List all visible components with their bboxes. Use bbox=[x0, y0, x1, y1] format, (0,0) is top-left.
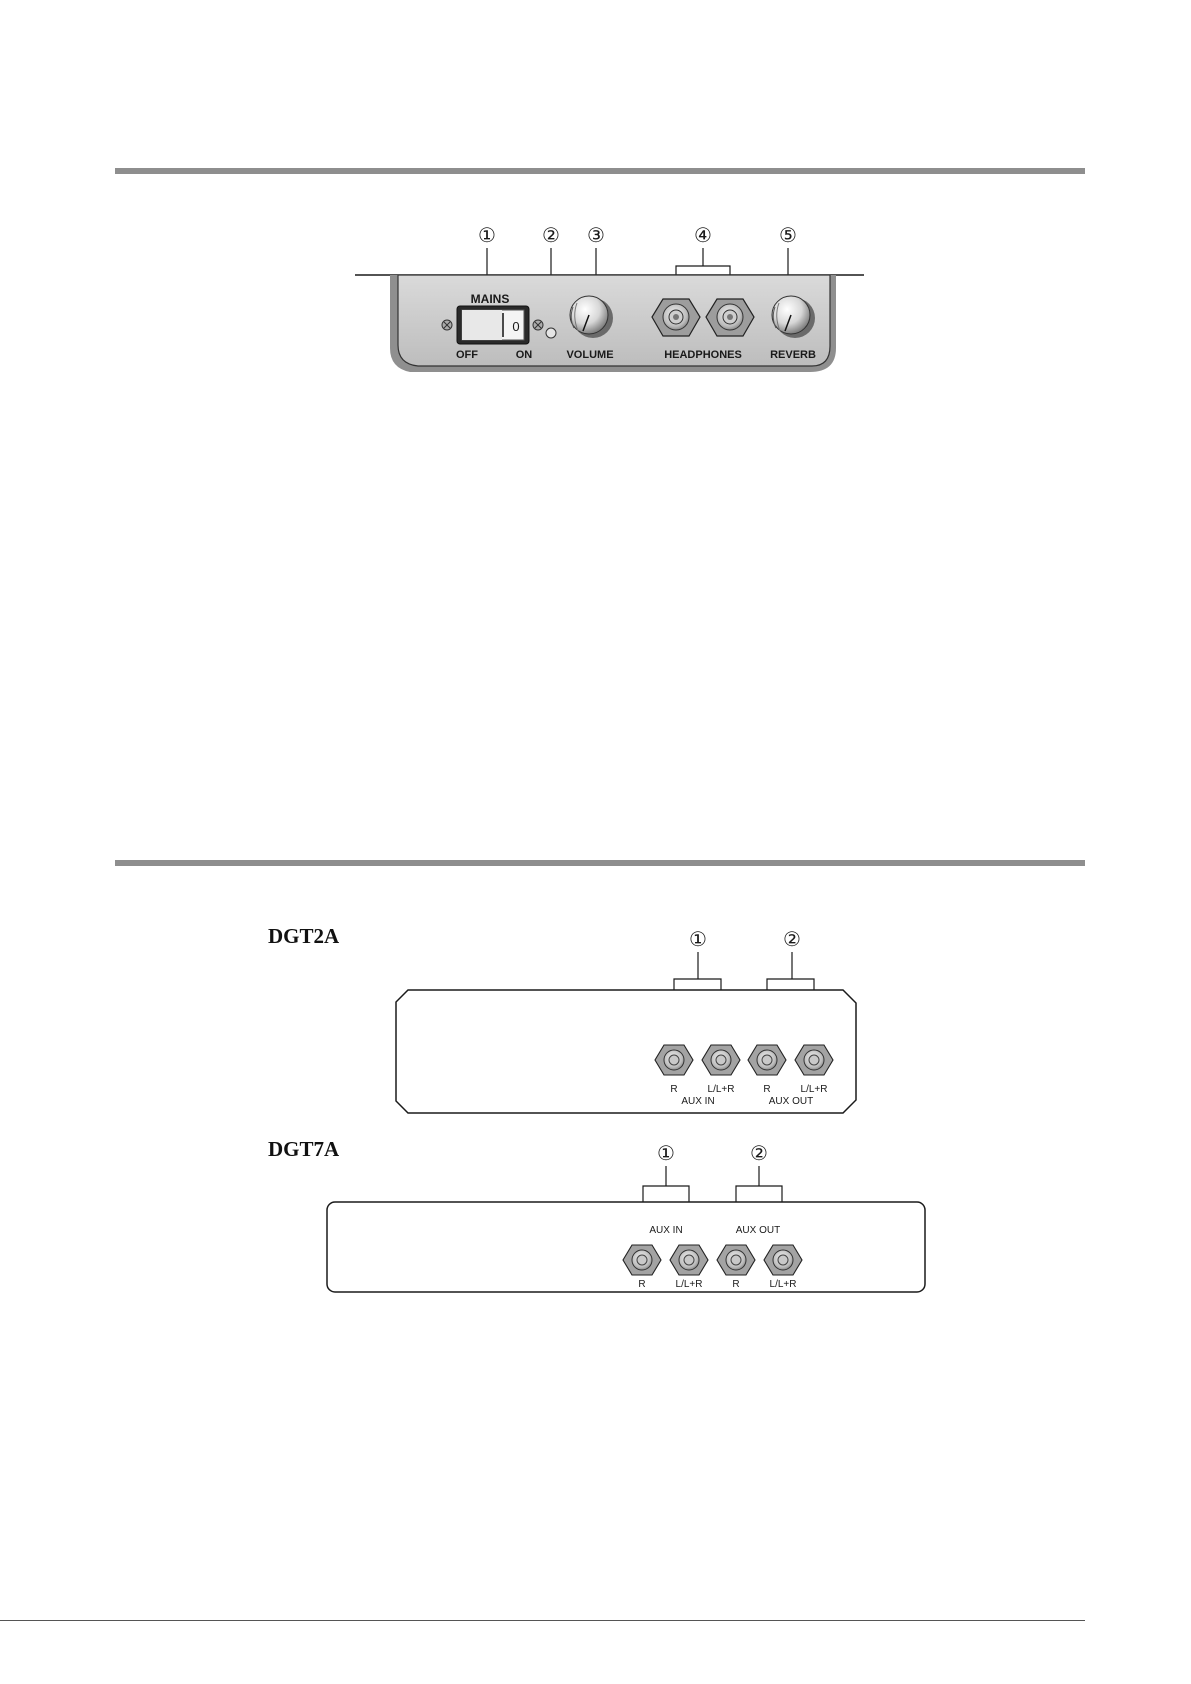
dgt2a-aux-in-label: AUX IN bbox=[681, 1096, 714, 1107]
rear-panel-dgt7a: DGT7A ① ② AUX IN AUX OUT bbox=[268, 1137, 926, 1293]
dgt2a-callout-1: ① bbox=[689, 927, 707, 951]
dgt7a-callout-2: ② bbox=[750, 1141, 768, 1165]
on-label: ON bbox=[516, 349, 533, 361]
callout-3: ③ bbox=[587, 223, 605, 247]
dgt2a-panel-outline bbox=[395, 989, 857, 1114]
mains-label: MAINS bbox=[471, 292, 510, 306]
footer-rule bbox=[0, 1620, 1085, 1621]
callout-5: ⑤ bbox=[779, 223, 797, 247]
headphones-label: HEADPHONES bbox=[664, 349, 742, 361]
volume-knob[interactable] bbox=[569, 295, 613, 338]
screw-icon bbox=[441, 319, 453, 331]
reverb-label: REVERB bbox=[770, 349, 816, 361]
rear-panel-dgt2a: DGT2A ① ② R bbox=[268, 924, 857, 1114]
dgt7a-aux-in-label: AUX IN bbox=[649, 1225, 682, 1236]
dgt7a-jack-aux-out-l[interactable] bbox=[763, 1244, 803, 1276]
callout-4: ④ bbox=[694, 223, 712, 247]
headphone-jack-1[interactable] bbox=[651, 298, 701, 337]
dgt2a-jack-label: L/L+R bbox=[801, 1084, 828, 1095]
section-rule-middle bbox=[115, 860, 1085, 866]
mains-switch[interactable]: 0 bbox=[456, 305, 530, 345]
dgt7a-jack-label: L/L+R bbox=[676, 1279, 703, 1290]
dgt2a-jack-aux-in-r[interactable] bbox=[654, 1044, 694, 1076]
dgt7a-jack-aux-in-l[interactable] bbox=[669, 1244, 709, 1276]
section-rule-top bbox=[115, 168, 1085, 174]
callout-1: ① bbox=[478, 223, 496, 247]
switch-mark: 0 bbox=[512, 319, 519, 334]
off-label: OFF bbox=[456, 349, 478, 361]
led-icon bbox=[545, 327, 557, 339]
dgt2a-jack-aux-out-l[interactable] bbox=[794, 1044, 834, 1076]
model-label-dgt2a: DGT2A bbox=[268, 924, 340, 948]
dgt7a-panel-outline bbox=[326, 1201, 926, 1293]
screw-icon bbox=[532, 319, 544, 331]
dgt2a-callout-2: ② bbox=[783, 927, 801, 951]
dgt2a-aux-out-label: AUX OUT bbox=[769, 1096, 813, 1107]
model-label-dgt7a: DGT7A bbox=[268, 1137, 340, 1161]
dgt7a-callout-1: ① bbox=[657, 1141, 675, 1165]
dgt7a-aux-out-label: AUX OUT bbox=[736, 1225, 780, 1236]
dgt7a-jack-aux-in-r[interactable] bbox=[622, 1244, 662, 1276]
dgt7a-jack-aux-out-r[interactable] bbox=[716, 1244, 756, 1276]
dgt2a-jack-aux-in-l[interactable] bbox=[701, 1044, 741, 1076]
reverb-knob[interactable] bbox=[771, 295, 815, 338]
headphone-jack-2[interactable] bbox=[705, 298, 755, 337]
dgt7a-leaders bbox=[642, 1166, 783, 1208]
power-led bbox=[545, 327, 557, 339]
front-control-panel: ① ② ③ ④ ⑤ MAINS bbox=[355, 223, 864, 372]
volume-label: VOLUME bbox=[566, 349, 613, 361]
dgt2a-jack-label: R bbox=[763, 1084, 770, 1095]
dgt7a-jack-label: R bbox=[638, 1279, 645, 1290]
dgt2a-jack-label: R bbox=[670, 1084, 677, 1095]
dgt7a-jack-label: R bbox=[732, 1279, 739, 1290]
dgt2a-jack-label: L/L+R bbox=[708, 1084, 735, 1095]
callout-2: ② bbox=[542, 223, 560, 247]
dgt7a-jack-label: L/L+R bbox=[770, 1279, 797, 1290]
dgt2a-jack-aux-out-r[interactable] bbox=[747, 1044, 787, 1076]
